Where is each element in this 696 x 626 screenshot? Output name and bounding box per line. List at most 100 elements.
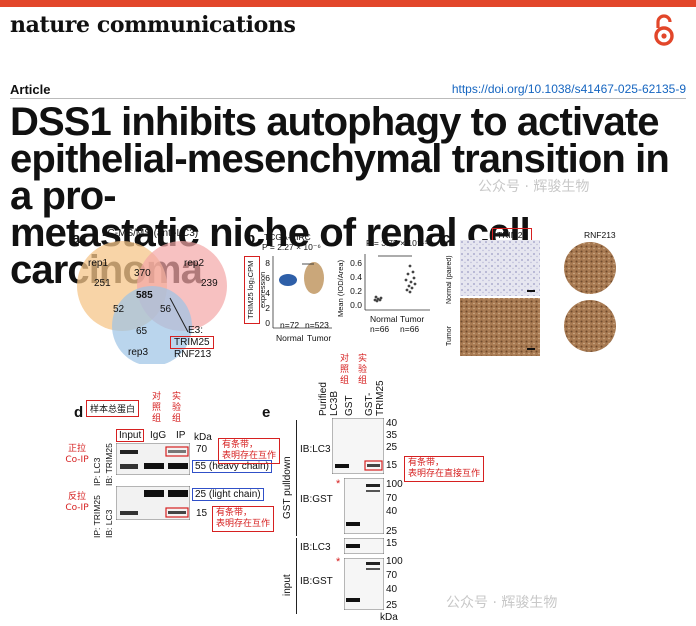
venn-set-label: rep1 bbox=[88, 258, 109, 269]
b-right-pvalue: P = 3.75 × 10⁻¹⁵ bbox=[366, 238, 428, 248]
panel-letter-b: b bbox=[246, 230, 256, 247]
ytick: 4 bbox=[265, 288, 270, 298]
title-line: epithelial-mesenchymal transition in a p… bbox=[10, 137, 670, 218]
ihc-normal-rnf213 bbox=[564, 242, 616, 294]
venn-count: 56 bbox=[160, 304, 172, 315]
marker: 25 bbox=[386, 526, 398, 537]
asterisk-marker: * bbox=[336, 478, 341, 490]
panel-letter-c: c bbox=[442, 230, 451, 247]
article-type: Article bbox=[10, 82, 51, 97]
target-band bbox=[168, 450, 186, 453]
marker: 40 bbox=[386, 418, 398, 429]
e-blot-ib: IB:LC3 bbox=[300, 444, 331, 455]
marker: 15 bbox=[386, 460, 398, 471]
top-ip: IP: LC3 bbox=[92, 457, 102, 486]
asterisk-marker: * bbox=[336, 556, 341, 568]
panel-letter-a: a bbox=[72, 230, 81, 247]
violin-normal bbox=[279, 274, 297, 286]
venn-diagram bbox=[77, 241, 227, 364]
title-line: metastatic niche of renal cell carcinoma bbox=[10, 211, 531, 290]
venn-circle-rep3 bbox=[112, 286, 192, 364]
marker-15: 15 bbox=[196, 508, 208, 519]
ihc-image-grid bbox=[460, 240, 616, 356]
input-note: 样本总蛋白 bbox=[86, 400, 140, 417]
journal-name: nature communications bbox=[10, 12, 296, 38]
ytick: 8 bbox=[265, 258, 270, 268]
marker: 40 bbox=[386, 506, 398, 517]
lane-igg: IgG bbox=[150, 430, 167, 441]
watermark: 公众号 · 辉骏生物 bbox=[478, 179, 590, 195]
venn-count: 370 bbox=[134, 268, 151, 279]
top-interaction-note: 有条带， 表明存在互作 bbox=[218, 438, 281, 464]
b-left-yticks: 8 6 4 2 0 bbox=[262, 256, 270, 331]
e3-callout: E3: bbox=[188, 325, 204, 336]
e-blot-input-lc3 bbox=[344, 538, 384, 554]
pulldown-bracket bbox=[296, 420, 297, 536]
b-left-violin-plot bbox=[272, 256, 332, 329]
marker: 70 bbox=[386, 570, 398, 581]
top-blot bbox=[116, 443, 190, 475]
panel-letter-d: d bbox=[74, 404, 84, 421]
marker-light-chain: 25 (light chain) bbox=[192, 488, 264, 501]
e-markers-2: 100 70 bbox=[386, 478, 403, 506]
b-right-group: Normal bbox=[370, 314, 398, 324]
header-divider bbox=[10, 98, 686, 99]
b-right-n: n=66 bbox=[400, 324, 420, 334]
b-left-title: TCGA-KIRC bbox=[264, 232, 311, 242]
marker-70: 70 bbox=[196, 444, 208, 455]
ytick: 0.2 bbox=[350, 286, 362, 296]
c-row-label: Normal (paired) bbox=[446, 255, 453, 304]
venn-callout-line bbox=[169, 297, 189, 333]
doi-link[interactable]: https://doi.org/10.1038/s41467-025-62135… bbox=[451, 82, 686, 96]
lane-ip: IP bbox=[176, 430, 186, 441]
marker: 15 bbox=[386, 538, 398, 549]
dots-tumor bbox=[404, 264, 417, 294]
e-experiment-label: 实验组 bbox=[358, 354, 368, 386]
top-ib: IB: TRIM25 bbox=[104, 443, 114, 486]
kda-unit: kDa bbox=[194, 432, 212, 443]
top-accent-bar bbox=[0, 0, 696, 7]
marker: 25 bbox=[386, 442, 398, 453]
b-right-ylabel: Mean (IOD/Area) bbox=[336, 259, 345, 317]
watermark: 公众号 · 辉骏生物 bbox=[446, 595, 558, 611]
venn-count: 52 bbox=[113, 304, 125, 315]
b-left-pvalue: P = 2.27 × 10⁻⁶ bbox=[262, 242, 321, 252]
control-label: 对照组 bbox=[152, 392, 162, 424]
b-ylabel: TRIM25 log₂CPM expression bbox=[244, 256, 267, 324]
reverse-coip-label: 反拉 Co-IP bbox=[65, 492, 89, 513]
e-control-label: 对照组 bbox=[340, 354, 350, 386]
gst-pulldown-label: GST pulldown bbox=[282, 456, 293, 520]
b-left-group: Tumor bbox=[307, 333, 332, 343]
b-right-group: Tumor bbox=[400, 314, 425, 324]
venn-set-label: rep3 bbox=[128, 347, 149, 358]
open-access-icon bbox=[654, 14, 674, 46]
venn-title: LC-MS/MS (anti-LC3) bbox=[102, 228, 199, 239]
title-line: DSS1 inhibits autophagy to activate bbox=[10, 100, 660, 144]
venn-count-shared: 585 bbox=[136, 290, 153, 301]
marker: 70 bbox=[386, 493, 398, 504]
ytick: 0.0 bbox=[350, 300, 362, 310]
forward-coip-label: 正拉 Co-IP bbox=[65, 444, 89, 465]
c-col-label: RNF213 bbox=[584, 230, 616, 240]
dots-normal bbox=[373, 295, 383, 303]
marker: 25 bbox=[386, 600, 398, 611]
ytick: 0.6 bbox=[350, 258, 362, 268]
e-lane-label: GST bbox=[344, 395, 355, 416]
ytick: 6 bbox=[265, 273, 270, 283]
bottom-ib: IB: LC3 bbox=[104, 509, 114, 538]
bottom-interaction-note: 有条带， 表明存在互作 bbox=[212, 506, 275, 532]
ihc-normal-trim25 bbox=[460, 240, 540, 296]
marker: 100 bbox=[386, 479, 403, 490]
venn-set-label: rep2 bbox=[184, 258, 205, 269]
panel-letter-e: e bbox=[262, 404, 271, 421]
venn-count: 251 bbox=[94, 278, 111, 289]
b-left-n: n=523 bbox=[305, 320, 329, 330]
bottom-ip: IP: TRIM25 bbox=[92, 495, 102, 538]
venn-count: 65 bbox=[136, 326, 148, 337]
bottom-blot bbox=[116, 486, 190, 520]
lane-input: Input bbox=[116, 429, 145, 442]
violin-tumor bbox=[304, 262, 324, 294]
e-blot-ib: IB:GST bbox=[300, 494, 333, 505]
marker: 35 bbox=[386, 430, 398, 441]
input-section-label: input bbox=[282, 574, 293, 596]
